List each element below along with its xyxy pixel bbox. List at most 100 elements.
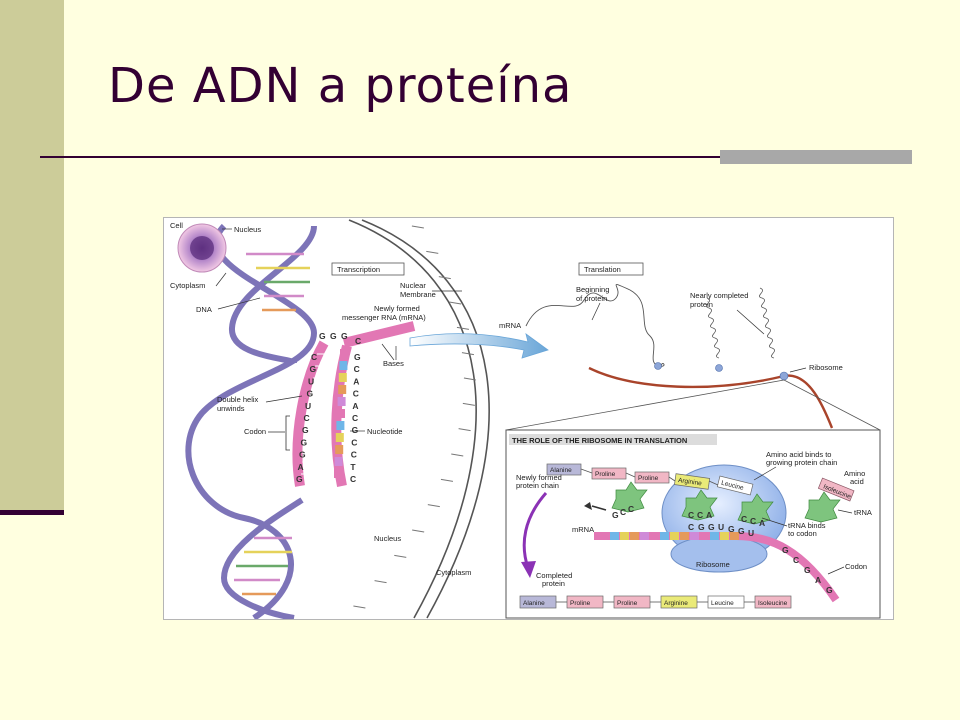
strand-base: C: [354, 364, 360, 374]
svg-text:of protein: of protein: [576, 294, 607, 303]
mrna-segment: [690, 532, 699, 540]
amino-acid-box: [716, 475, 754, 496]
nucleotide-block: [338, 373, 347, 382]
mrna-segment: [600, 532, 609, 540]
nucleotide-block: [334, 469, 342, 478]
mrna-base: G: [782, 545, 789, 555]
strand-base: G: [296, 474, 303, 484]
strand-base: C: [350, 474, 356, 484]
cell-icon: [177, 223, 227, 273]
strand-base: C: [353, 389, 359, 399]
dna-to-protein-figure: Cell Nucleus Cytoplasm DNA Transcription…: [163, 217, 894, 620]
svg-text:Nucleotide: Nucleotide: [367, 427, 402, 436]
amino-acid-box: [674, 473, 711, 490]
amino-acid-label: Alanine: [550, 467, 572, 474]
nucleotide-block: [335, 445, 344, 454]
trna-incoming: [804, 491, 841, 523]
completed-amino-acid-label: Isoleucine: [758, 600, 788, 607]
svg-text:unwinds: unwinds: [217, 404, 245, 413]
mrna-base: U: [718, 522, 724, 532]
svg-text:Ribosome: Ribosome: [809, 363, 843, 372]
completed-amino-acid-label: Arginine: [664, 600, 688, 607]
title-underline: [40, 156, 912, 158]
mrna-base: G: [826, 585, 833, 595]
nucleotide-block: [337, 397, 346, 406]
mrna-base: C: [793, 555, 799, 565]
nucleotide-block: [339, 361, 348, 370]
mrna-segment: [710, 532, 719, 540]
strand-base: G: [302, 425, 309, 435]
newly-formed-mrna-label: Newly formed messenger RNA (mRNA): [342, 304, 426, 322]
strand-base: T: [350, 462, 356, 472]
svg-text:Newly formed: Newly formed: [374, 304, 420, 313]
zoom-lines: [505, 379, 881, 431]
strand-base: G: [299, 450, 306, 460]
mrna-base: G: [708, 522, 715, 532]
mrna-base: G: [738, 526, 745, 536]
mrna-segment: [610, 532, 619, 540]
mrna-segment: [700, 532, 709, 540]
strand-base: G: [310, 364, 317, 374]
strand-base: A: [353, 376, 359, 386]
svg-text:protein chain: protein chain: [516, 481, 559, 490]
mrna-segment: [670, 532, 679, 540]
svg-text:G: G: [319, 331, 326, 341]
sidebar-stripe: [0, 0, 64, 512]
mrna-base: G: [804, 565, 811, 575]
completed-amino-acid-label: Proline: [617, 600, 638, 607]
svg-text:G: G: [330, 331, 337, 341]
mrna-base: U: [748, 528, 754, 538]
mrna-segment: [730, 532, 739, 540]
svg-text:DNA: DNA: [196, 305, 212, 314]
svg-text:Amino acid binds to: Amino acid binds to: [766, 450, 831, 459]
anticodon-base: C: [688, 510, 694, 520]
svg-text:tRNA binds: tRNA binds: [788, 521, 826, 530]
ribosome-inset: THE ROLE OF THE RIBOSOME IN TRANSLATION …: [505, 429, 881, 619]
amino-acid-label: Proline: [638, 475, 659, 482]
strand-base: C: [351, 450, 357, 460]
svg-text:Nuclear: Nuclear: [400, 281, 426, 290]
transport-arrow: [409, 333, 549, 359]
svg-text:Double helix: Double helix: [217, 395, 259, 404]
mrna-base: G: [698, 522, 705, 532]
bases-label: Bases: [381, 343, 404, 368]
svg-text:Cell: Cell: [170, 221, 183, 230]
cell-labels: Cell Nucleus Cytoplasm DNA: [170, 221, 261, 314]
mrna-base: C: [688, 522, 694, 532]
svg-text:protein: protein: [690, 300, 713, 309]
svg-text:Amino: Amino: [844, 469, 865, 478]
nucleotide-block: [336, 421, 345, 430]
mrna-segment: [630, 532, 639, 540]
title-accent-bar: [720, 150, 912, 164]
nuclear-membrane: [348, 219, 490, 619]
dna-double-helix: [185, 223, 318, 619]
svg-text:Bases: Bases: [383, 359, 404, 368]
svg-text:C: C: [355, 336, 361, 346]
trna-left: [611, 481, 648, 513]
svg-text:Translation: Translation: [584, 265, 621, 274]
transcription-label: Transcription: [331, 262, 405, 276]
mrna-segment: [660, 532, 669, 540]
strand-base: A: [298, 462, 304, 472]
nucleotide-block: [338, 385, 347, 394]
svg-text:Nearly completed: Nearly completed: [690, 291, 748, 300]
svg-text:Transcription: Transcription: [337, 265, 380, 274]
svg-text:acid: acid: [850, 477, 864, 486]
mrna-base: A: [815, 575, 821, 585]
svg-text:growing protein chain: growing protein chain: [766, 458, 837, 467]
slide-title: De ADN a proteína: [108, 58, 573, 114]
svg-text:Codon: Codon: [244, 427, 266, 436]
svg-text:Cytoplasm: Cytoplasm: [170, 281, 205, 290]
svg-text:Ribosome: Ribosome: [696, 560, 730, 569]
svg-text:tRNA: tRNA: [854, 508, 872, 517]
svg-text:Nucleus: Nucleus: [234, 225, 261, 234]
anticodon-base: A: [706, 510, 712, 520]
loose-base: C: [628, 504, 634, 514]
nucleus-label: Nucleus: [374, 534, 401, 543]
nuclear-membrane-label: Nuclear Membrane: [400, 281, 462, 299]
strand-base: C: [311, 352, 317, 362]
mrna-segment: [680, 532, 689, 540]
svg-text:Completed: Completed: [536, 571, 572, 580]
svg-text:protein: protein: [542, 579, 565, 588]
